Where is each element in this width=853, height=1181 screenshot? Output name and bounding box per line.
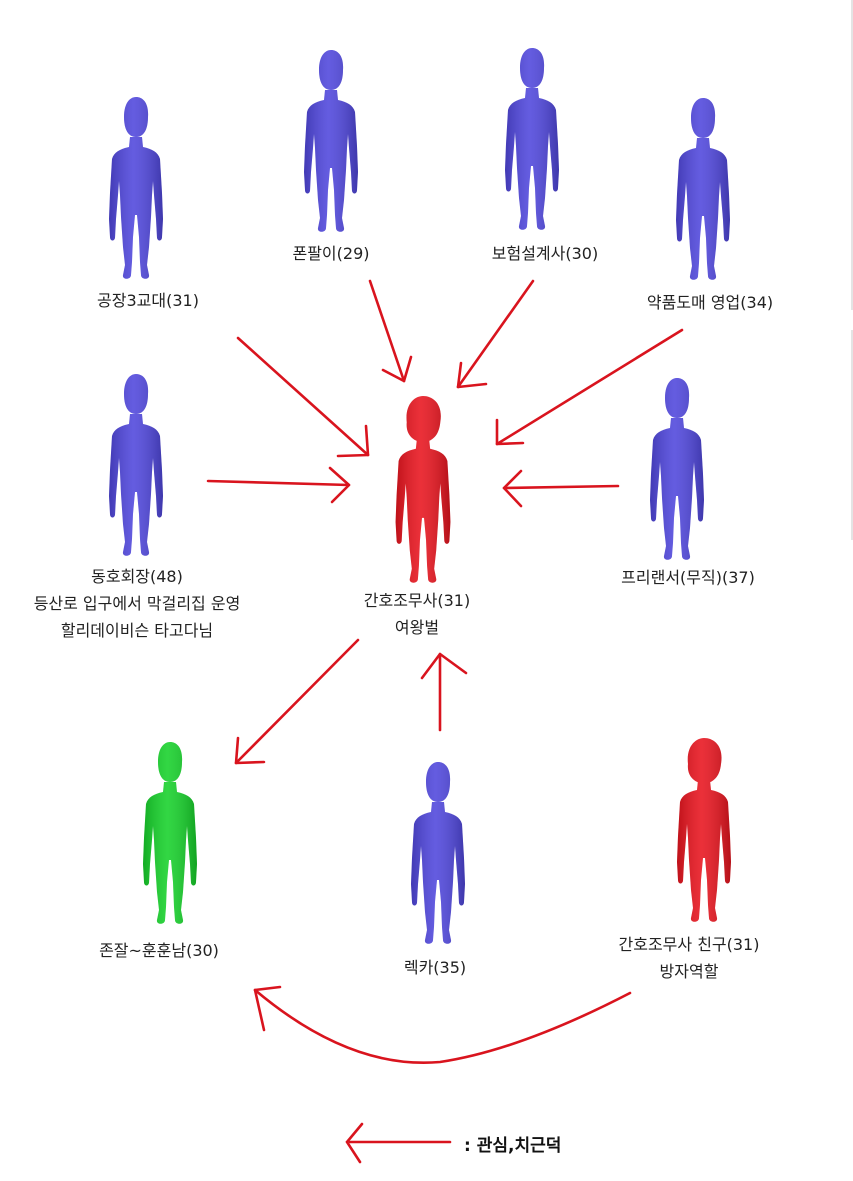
person-icon <box>109 374 163 556</box>
person-icon <box>109 97 163 279</box>
person-label: 공장3교대(31) <box>97 291 199 310</box>
legend-text: : 관심,치근덕 <box>464 1136 562 1156</box>
arrow <box>236 336 370 458</box>
person-label: 약품도매 영업(34) <box>646 293 774 312</box>
person-icon <box>505 48 559 230</box>
person-icon <box>677 738 731 922</box>
arrow <box>253 985 632 1064</box>
person-label: 프리랜서(무직)(37) <box>621 568 755 587</box>
person-icon <box>650 378 704 560</box>
arrow <box>206 466 351 504</box>
person-icon <box>395 395 451 583</box>
people-layer <box>109 48 731 944</box>
person-label: 폰팔이(29) <box>292 244 370 263</box>
arrows-layer <box>206 279 684 1064</box>
arrow <box>234 638 360 765</box>
person-label: 동호회장(48) <box>91 567 183 586</box>
person-label: 여왕벌 <box>394 618 440 637</box>
person-icon <box>676 98 730 280</box>
person-label: 보험설계사(30) <box>491 244 599 263</box>
person-label: 등산로 입구에서 막걸리집 운영 <box>33 594 241 613</box>
person-label: 방자역할 <box>659 962 719 981</box>
right-edge-divider <box>851 0 853 310</box>
person-label: 할리데이비슨 타고다님 <box>60 621 214 640</box>
person-icon <box>143 742 197 924</box>
right-edge-divider <box>851 330 853 540</box>
arrow <box>456 279 535 389</box>
person-label: 존잘~훈훈남(30) <box>99 941 219 960</box>
arrow <box>495 328 684 446</box>
person-label: 간호조무사(31) <box>363 591 471 610</box>
person-label: 간호조무사 친구(31) <box>618 935 760 954</box>
arrow <box>502 469 620 508</box>
person-label: 렉카(35) <box>403 958 467 977</box>
person-icon <box>411 762 465 944</box>
arrow <box>420 652 468 732</box>
person-icon <box>304 50 358 232</box>
arrow <box>368 279 413 383</box>
